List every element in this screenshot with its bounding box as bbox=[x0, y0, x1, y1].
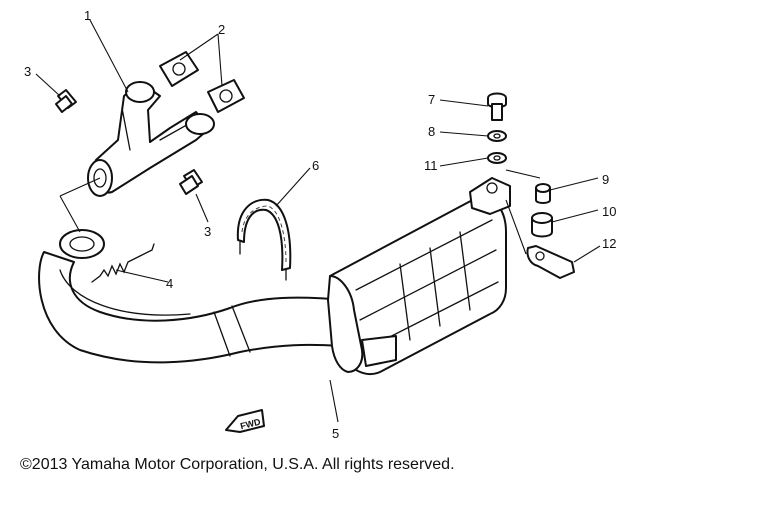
callout-5: 5 bbox=[332, 426, 339, 441]
callout-1: 1 bbox=[84, 8, 91, 23]
washer-upper bbox=[487, 130, 507, 142]
mount-bolt bbox=[487, 92, 507, 121]
heat-shield-wire bbox=[236, 198, 292, 281]
exhaust-manifold bbox=[87, 81, 215, 197]
exhaust-gaskets bbox=[159, 51, 245, 113]
fwd-arrow-icon bbox=[225, 409, 265, 433]
callout-8: 8 bbox=[428, 124, 435, 139]
callout-6: 6 bbox=[312, 158, 319, 173]
damper bbox=[531, 212, 553, 238]
fwd-label: FWD bbox=[239, 416, 262, 431]
callout-12: 12 bbox=[602, 236, 616, 251]
leader-lines bbox=[35, 19, 601, 423]
callout-2: 2 bbox=[218, 22, 225, 37]
callout-9: 9 bbox=[602, 172, 609, 187]
callout-3-upper: 3 bbox=[24, 64, 31, 79]
muffler-assembly bbox=[38, 177, 511, 375]
manifold-bolt-lower bbox=[179, 169, 203, 195]
callout-4: 4 bbox=[166, 276, 173, 291]
collar bbox=[535, 183, 551, 204]
copyright-notice: ©2013 Yamaha Motor Corporation, U.S.A. A… bbox=[20, 456, 455, 473]
manifold-bolt-upper bbox=[55, 89, 77, 113]
callout-7: 7 bbox=[428, 92, 435, 107]
callout-3-lower: 3 bbox=[204, 224, 211, 239]
muffler-bracket bbox=[526, 245, 575, 279]
washer-lower bbox=[487, 152, 507, 164]
callout-10: 10 bbox=[602, 204, 616, 219]
callout-11: 11 bbox=[424, 158, 438, 173]
exhaust-spring bbox=[91, 243, 155, 283]
